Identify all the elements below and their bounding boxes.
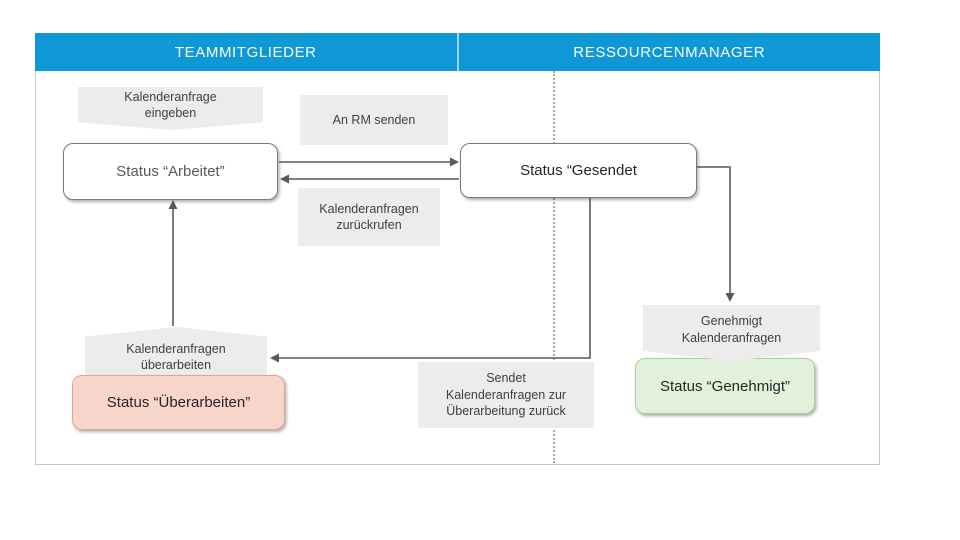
lane-title-ressourcenmanager: RESSOURCENMANAGER [573, 43, 766, 61]
label-sendet-zurueck: Sendet Kalenderanfragen zur Überarbeitun… [418, 362, 594, 428]
label-kalenderanfrage-eingeben: Kalenderanfrage eingeben [78, 87, 263, 130]
node-status-genehmigt: Status “Genehmigt” [635, 358, 815, 414]
swimlane-header: TEAMMITGLIEDER RESSOURCENMANAGER [35, 33, 880, 71]
label-kalenderanfragen-zurueckrufen: Kalenderanfragen zurückrufen [298, 188, 440, 246]
lane-title-teammitglieder: TEAMMITGLIEDER [174, 43, 317, 61]
label-an-rm-senden: An RM senden [300, 95, 448, 145]
label-kalenderanfragen-ueberarbeiten: Kalenderanfragen überarbeiten [85, 327, 267, 378]
node-status-arbeitet: Status “Arbeitet” [63, 143, 278, 200]
node-status-ueberarbeiten: Status “Überarbeiten” [72, 375, 285, 430]
lane-header-separator [456, 33, 459, 71]
label-genehmigt-kalenderanfragen: Genehmigt Kalenderanfragen [643, 305, 820, 361]
node-status-gesendet: Status “Gesendet [460, 143, 697, 198]
